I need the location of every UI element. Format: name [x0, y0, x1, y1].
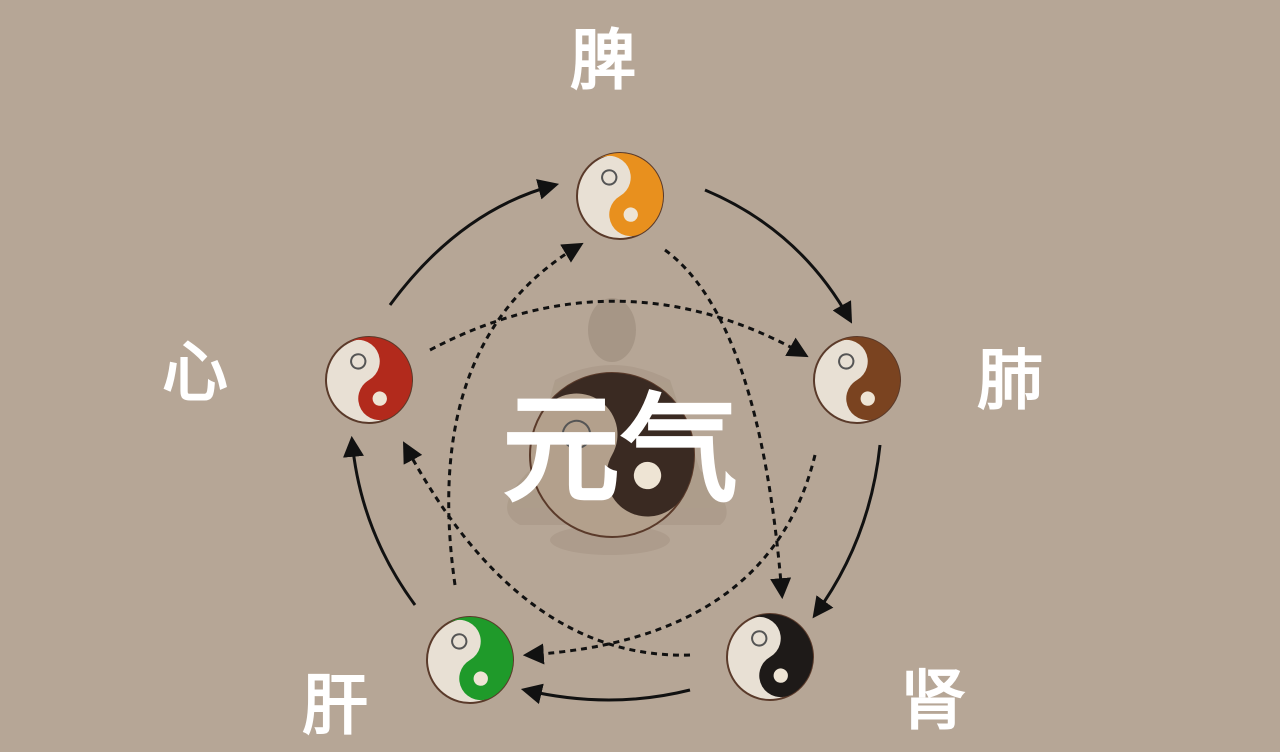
central-yin-yang-icon [529, 372, 695, 538]
yin-yang-kidney-icon [726, 613, 814, 701]
yin-yang-heart-icon [325, 336, 413, 424]
center-label: 元气 [502, 381, 738, 519]
controlling-arrow-0 [429, 299, 809, 358]
controlling-arrow-3 [403, 441, 691, 657]
organ-label-liver: 肝 [302, 666, 368, 744]
central-yin-yang [529, 372, 695, 538]
generating-arrow-1 [704, 188, 853, 324]
organ-label-kidney: 肾 [900, 661, 966, 739]
controlling-arrow-1 [664, 248, 792, 600]
generating-arrow-0 [388, 179, 560, 306]
yin-yang-liver-icon [426, 616, 514, 704]
organ-label-heart: 心 [162, 333, 228, 411]
arrows [343, 179, 882, 705]
organ-label-lung: 肺 [977, 341, 1043, 419]
generating-arrow-3 [520, 683, 691, 705]
yin-yang-spleen-icon [576, 152, 664, 241]
controlling-arrow-2 [522, 454, 817, 665]
generating-arrow-4 [343, 435, 417, 606]
organ-label-spleen: 脾 [570, 21, 636, 99]
controlling-arrow-4 [447, 242, 584, 586]
yin-yang-lung-icon [813, 336, 901, 424]
generating-arrow-2 [812, 444, 882, 619]
